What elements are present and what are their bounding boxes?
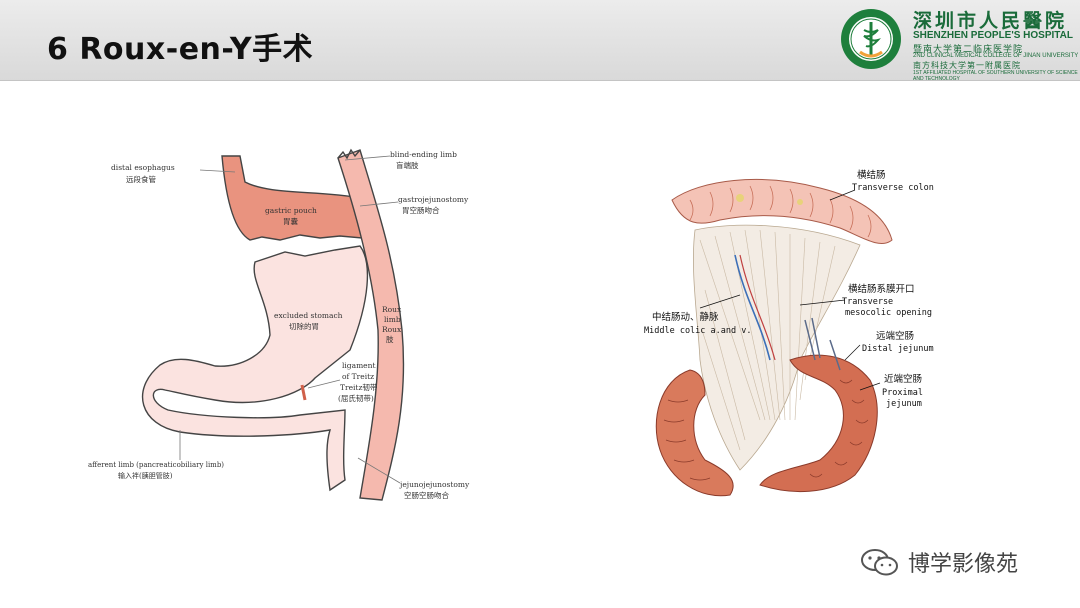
label-middle-colic-en: Middle colic a.and v.: [644, 326, 751, 336]
label-afferent-en: afferent limb (pancreaticobiliary limb): [88, 461, 224, 469]
surgical-illustration: 横结肠 Transverse colon 横结肠系膜开口 Transverse …: [644, 169, 934, 496]
label-ligament-3: Treitz韧带: [340, 382, 378, 392]
label-excluded-stomach-en: excluded stomach: [274, 311, 343, 320]
label-jejunojejunostomy-en: jejunojejunostomy: [399, 480, 470, 489]
label-gastrojejunostomy-en: gastrojejunostomy: [398, 195, 469, 204]
label-proximal-jejunum-cn: 近端空肠: [884, 373, 922, 385]
label-proximal-jejunum-en2: jejunum: [886, 399, 922, 409]
label-roux-limb-2: limb: [384, 315, 401, 324]
watermark-text: 博学影像苑: [908, 546, 1018, 578]
wechat-icon: [860, 547, 900, 577]
label-mesocolic-cn: 横结肠系膜开口: [848, 283, 915, 295]
label-middle-colic-cn: 中结肠动、静脉: [652, 311, 719, 323]
label-afferent-cn: 输入袢(胰胆管肢): [118, 471, 173, 480]
label-blind-limb-cn: 盲端肢: [396, 160, 419, 170]
label-distal-jejunum-en: Distal jejunum: [862, 344, 934, 354]
label-roux-limb-1: Roux: [382, 305, 402, 314]
label-jejunojejunostomy-cn: 空肠空肠吻合: [404, 490, 449, 500]
label-distal-esophagus-en: distal esophagus: [111, 163, 175, 172]
label-gastric-pouch-cn: 胃囊: [283, 216, 298, 226]
label-blind-limb-en: blind-ending limb: [390, 150, 457, 159]
label-proximal-jejunum-en1: Proximal: [882, 388, 923, 398]
label-distal-esophagus-cn: 远段食管: [126, 174, 156, 184]
label-roux-limb-cn: 肢: [386, 334, 394, 344]
excluded-stomach-shape: [143, 246, 368, 490]
label-gastrojejunostomy-cn: 胃空肠吻合: [402, 205, 440, 215]
label-transverse-colon-en: Transverse colon: [852, 183, 934, 193]
label-ligament-2: of Treitz: [342, 372, 374, 381]
label-distal-jejunum-cn: 远端空肠: [876, 330, 914, 342]
label-roux-limb-3: Roux: [382, 325, 402, 334]
watermark: 博学影像苑: [860, 546, 1018, 578]
label-transverse-colon-cn: 横结肠: [857, 169, 886, 181]
label-mesocolic-en2: mesocolic opening: [845, 308, 932, 318]
label-mesocolic-en1: Transverse: [842, 297, 893, 307]
label-ligament-1: ligament: [342, 361, 375, 370]
label-ligament-4: (屈氏韧带): [338, 393, 374, 403]
roux-en-y-schematic: distal esophagus 远段食管 blind-ending limb …: [88, 150, 470, 500]
label-excluded-stomach-cn: 切除的胃: [289, 321, 319, 331]
label-gastric-pouch-en: gastric pouch: [265, 206, 317, 215]
